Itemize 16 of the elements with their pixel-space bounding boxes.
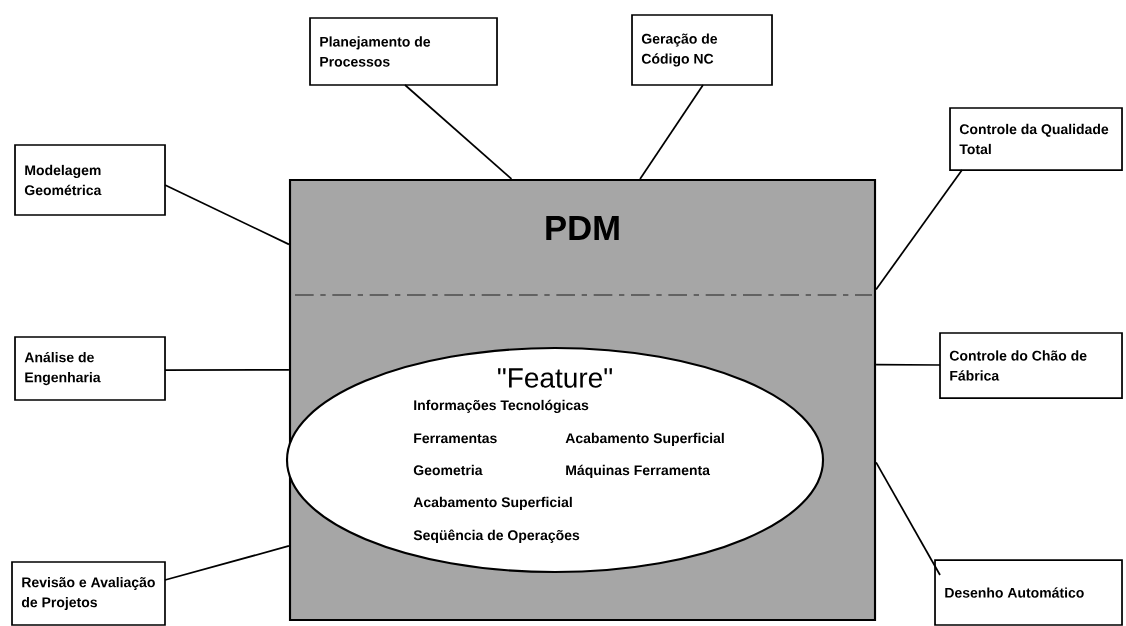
connector-line [164, 184, 290, 246]
process-box: Geração de Código NC [631, 14, 773, 86]
connector-line [404, 84, 513, 180]
connector-line [164, 545, 290, 581]
connector-line [875, 363, 941, 366]
connector-line [875, 169, 963, 291]
connector-line [164, 369, 290, 371]
connector-line [875, 461, 941, 576]
process-box: Controle da Qualidade Total [949, 107, 1123, 171]
process-box: Modelagem Geométrica [14, 144, 166, 216]
connector-line [639, 84, 704, 180]
process-box: Análise de Engenharia [14, 336, 166, 401]
process-box: Revisão e Avaliação de Projetos [11, 561, 166, 626]
process-box: Desenho Automático [934, 559, 1123, 626]
process-box: Controle do Chão de Fábrica [939, 332, 1123, 399]
process-box: Planejamento de Processos [309, 17, 498, 86]
